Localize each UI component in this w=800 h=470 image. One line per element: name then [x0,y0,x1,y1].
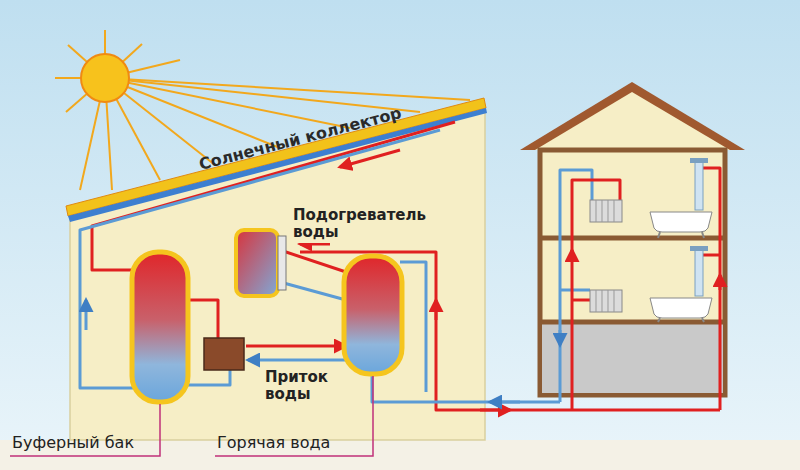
part-label: Приток воды [262,368,348,405]
heater-flange [278,236,286,290]
cold-riser [560,170,592,402]
house-attic [535,92,730,150]
bathtub [650,212,712,322]
house-walls [540,150,725,395]
shower [690,158,708,296]
buffer-tank [132,252,188,402]
callout-label: Буферный бак [12,434,157,452]
leader-line [10,404,160,456]
water-heater [236,230,278,296]
solar-collector [66,98,486,216]
hot-water-tank [344,256,402,374]
radiator [590,200,622,312]
collector-underside [68,108,487,222]
house-roof [520,82,745,150]
cold-return-pipe [372,372,560,402]
hot-supply-pipe [300,252,720,410]
basement [542,322,723,393]
floor [540,320,725,325]
part-label: Подогреватель воды [290,206,416,243]
callout-label: Горячая вода [217,434,367,452]
floor [540,236,725,241]
control-unit [204,338,244,370]
sun [81,54,129,102]
buffer-to-control [186,300,218,338]
